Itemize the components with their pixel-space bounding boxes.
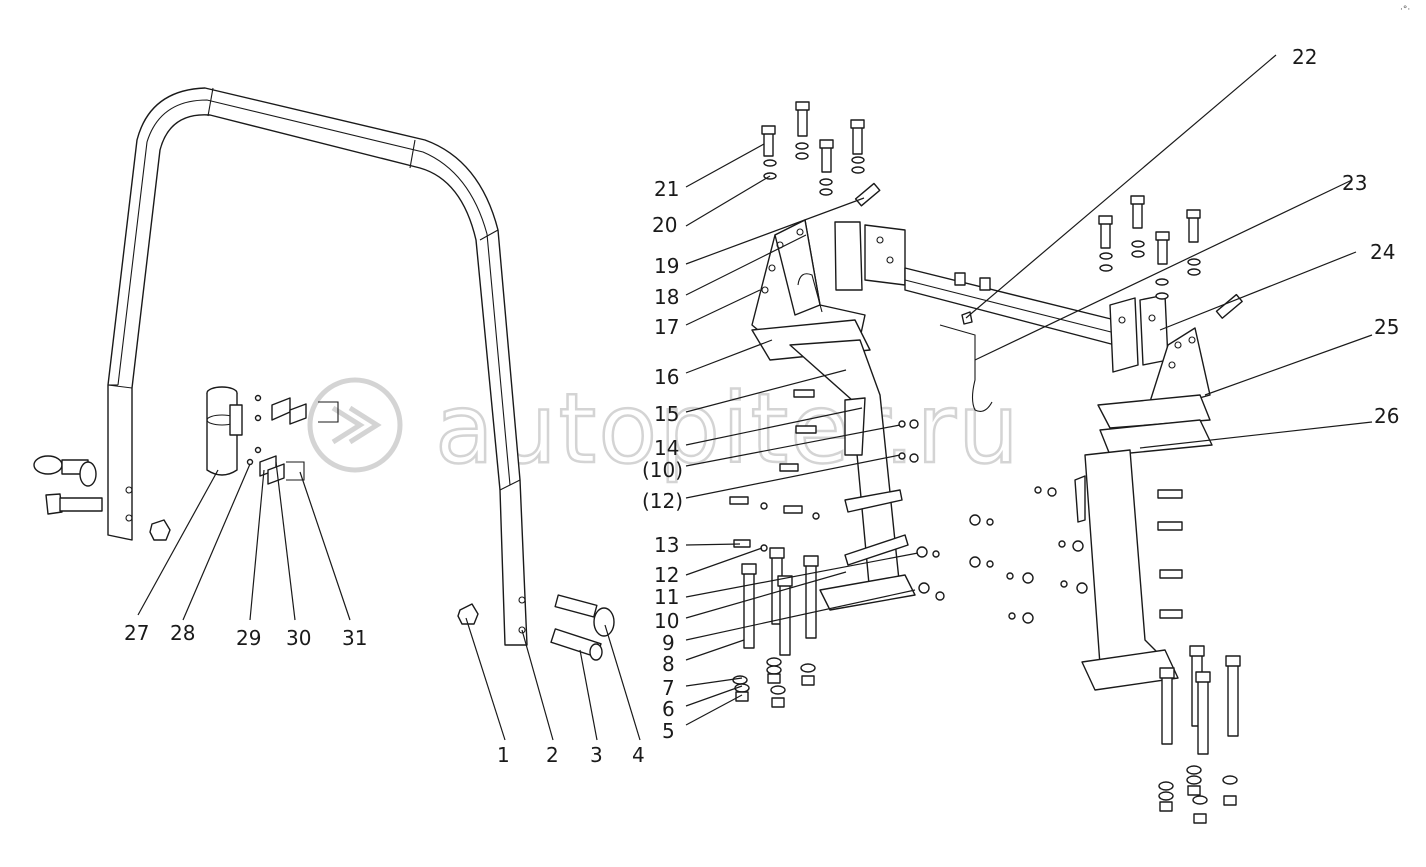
right-bracket-assembly (1074, 327, 1213, 691)
top-bolts-right (1098, 195, 1243, 319)
left-bracket-assembly (751, 219, 916, 611)
callout-21: 21 (654, 177, 679, 201)
callout-9: 9 (662, 631, 675, 655)
watermark: autopiter.ru (307, 372, 1021, 486)
leader-lines (137, 54, 1373, 741)
callout-26: 26 (1374, 404, 1399, 428)
callout-17: 17 (654, 315, 679, 339)
top-bolts-left (761, 101, 881, 207)
long-bolts-center (741, 547, 819, 656)
pin-3 (550, 628, 603, 661)
callout-5: 5 (662, 719, 675, 743)
callout-10: 10 (654, 609, 679, 633)
callout-31: 31 (342, 626, 367, 650)
nut-right (457, 603, 479, 625)
callout-4: 4 (632, 743, 645, 767)
callout-1: 1 (497, 743, 510, 767)
watermark-text: autopiter.ru (435, 373, 1021, 485)
callout-12-paren: (12) (642, 489, 683, 513)
callout-30: 30 (286, 626, 311, 650)
quick-release-pin-left (33, 455, 97, 487)
callout-16: 16 (654, 365, 679, 389)
callout-27: 27 (124, 621, 149, 645)
nut-left (149, 519, 171, 541)
callout-13: 13 (654, 533, 679, 557)
callout-29: 29 (236, 626, 261, 650)
small-fasteners-group (246, 394, 339, 485)
clamp-plates-right (1109, 294, 1169, 373)
callout-labels: 1 2 3 4 5 6 7 8 9 10 11 12 13 (12) (10) … (124, 45, 1399, 767)
cross-beam (834, 221, 1116, 346)
callout-24: 24 (1370, 240, 1395, 264)
watermark-logo-icon (307, 377, 403, 473)
quick-release-pin-right (554, 594, 615, 637)
callout-20: 20 (652, 213, 677, 237)
callout-19: 19 (654, 254, 679, 278)
callout-22: 22 (1292, 45, 1317, 69)
callout-7: 7 (662, 676, 675, 700)
callout-28: 28 (170, 621, 195, 645)
long-bolts-right (1159, 645, 1241, 755)
roll-bar-frame (107, 87, 528, 646)
callout-10-paren: (10) (642, 458, 683, 482)
callout-2: 2 (546, 743, 559, 767)
bolt-left (45, 493, 103, 515)
callout-11: 11 (654, 585, 679, 609)
callout-6: 6 (662, 697, 675, 721)
callout-14: 14 (654, 436, 679, 460)
callout-8: 8 (662, 652, 675, 676)
callout-23: 23 (1342, 171, 1367, 195)
callout-12: 12 (654, 563, 679, 587)
callout-25: 25 (1374, 315, 1399, 339)
corner-mark: ·°· (1400, 5, 1410, 15)
mounting-tube (206, 386, 243, 476)
callout-3: 3 (590, 743, 603, 767)
callout-15: 15 (654, 402, 679, 426)
callout-18: 18 (654, 285, 679, 309)
